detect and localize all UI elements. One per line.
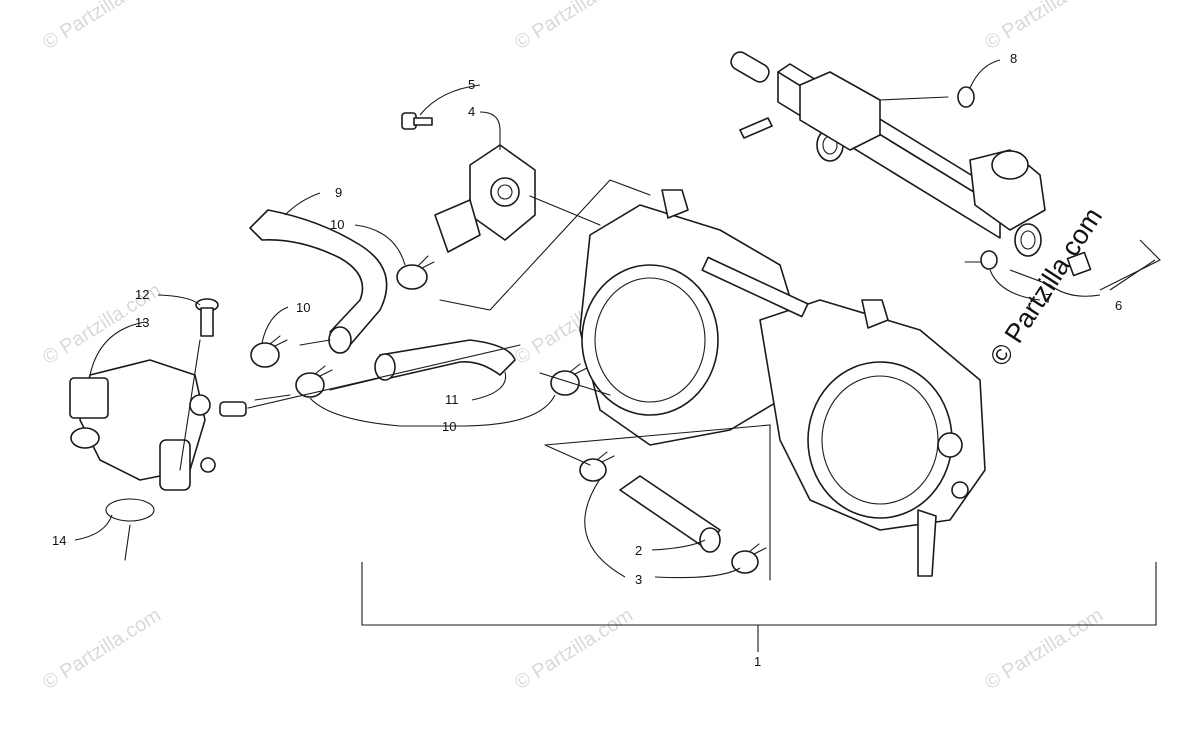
screw: [195, 298, 219, 337]
hose-end: [374, 353, 396, 381]
callout-3: 3: [635, 572, 642, 587]
callout-10-upper: 10: [330, 217, 344, 232]
clamp: [731, 543, 767, 574]
callout-13: 13: [135, 315, 149, 330]
fuel-rail: [730, 51, 1092, 277]
callout-2: 2: [635, 543, 642, 558]
screw: [401, 112, 433, 130]
watermark: © Partzilla.com: [981, 0, 1107, 54]
o-ring: [980, 250, 998, 270]
clamp: [579, 451, 615, 482]
callout-14: 14: [52, 533, 66, 548]
hose: [249, 209, 388, 346]
throttle-position-sensor: [434, 144, 536, 253]
hose: [379, 339, 516, 379]
callout-10-middle: 10: [296, 300, 310, 315]
callout-9: 9: [335, 185, 342, 200]
clamp: [250, 335, 288, 368]
hose-end: [328, 326, 352, 354]
watermark: © Partzilla.com: [511, 604, 637, 694]
callout-8: 8: [1010, 51, 1017, 66]
callout-6: 6: [1115, 298, 1122, 313]
clamp: [396, 255, 435, 290]
leader-lines: [74, 59, 1161, 652]
idle-air-control-valve: [69, 359, 247, 491]
watermark: © Partzilla.com: [39, 0, 165, 54]
o-ring: [957, 86, 975, 108]
callout-12: 12: [135, 287, 149, 302]
callout-7: 7: [1045, 291, 1052, 306]
callout-10-lower: 10: [442, 419, 456, 434]
watermark: © Partzilla.com: [981, 604, 1107, 694]
callout-1: 1: [754, 654, 761, 669]
clamp: [550, 363, 588, 396]
hose-end: [699, 527, 721, 553]
clamp: [295, 365, 333, 398]
callout-5: 5: [468, 77, 475, 92]
watermark: © Partzilla.com: [511, 0, 637, 54]
callout-11: 11: [445, 392, 459, 407]
throttle-body-assembly: [579, 189, 986, 577]
hose: [619, 475, 721, 549]
callout-4: 4: [468, 104, 475, 119]
o-ring: [105, 498, 155, 522]
watermark: © Partzilla.com: [39, 604, 165, 694]
